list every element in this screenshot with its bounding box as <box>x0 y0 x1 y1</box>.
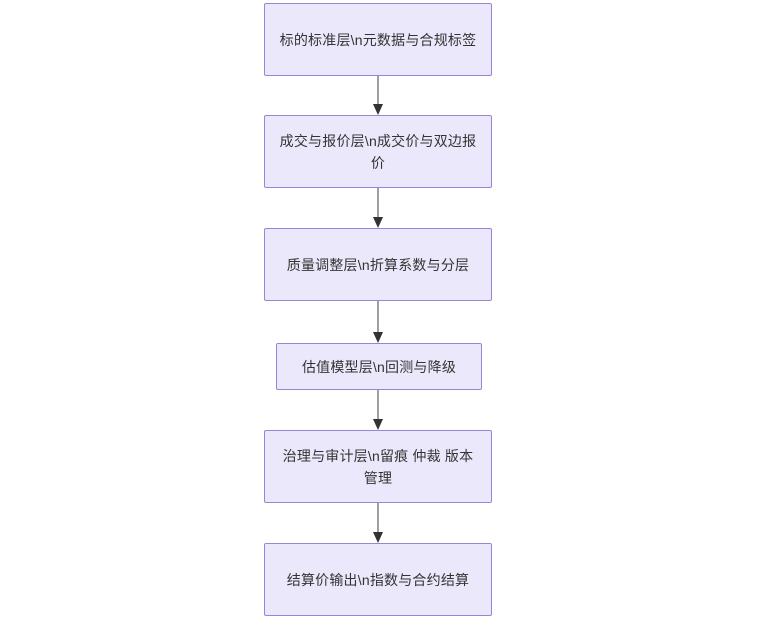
flow-edge-n5-n6 <box>370 503 386 544</box>
flow-node-label: 成交与报价层\n成交价与双边报价 <box>279 132 477 171</box>
flow-edge-n4-n5 <box>370 390 386 431</box>
flow-edge-n1-n2 <box>370 76 386 116</box>
flow-node-label: 质量调整层\n折算系数与分层 <box>286 256 470 273</box>
flow-node-governance-audit-layer[interactable]: 治理与审计层\n留痕 仲裁 版本管理 <box>264 430 492 503</box>
flow-edge-n3-n4 <box>370 301 386 344</box>
flow-node-valuation-model-layer[interactable]: 估值模型层\n回测与降级 <box>276 343 482 390</box>
flow-node-label: 结算价输出\n指数与合约结算 <box>286 571 470 588</box>
flow-node-label: 治理与审计层\n留痕 仲裁 版本管理 <box>282 447 474 486</box>
flow-node-transaction-quote-layer[interactable]: 成交与报价层\n成交价与双边报价 <box>264 115 492 188</box>
flow-node-settlement-price-output[interactable]: 结算价输出\n指数与合约结算 <box>264 543 492 616</box>
flow-node-subject-standard-layer[interactable]: 标的标准层\n元数据与合规标签 <box>264 3 492 76</box>
flow-node-label: 估值模型层\n回测与降级 <box>301 358 457 375</box>
flow-node-label: 标的标准层\n元数据与合规标签 <box>279 31 477 48</box>
flow-node-quality-adjustment-layer[interactable]: 质量调整层\n折算系数与分层 <box>264 228 492 301</box>
flow-edge-n2-n3 <box>370 188 386 229</box>
